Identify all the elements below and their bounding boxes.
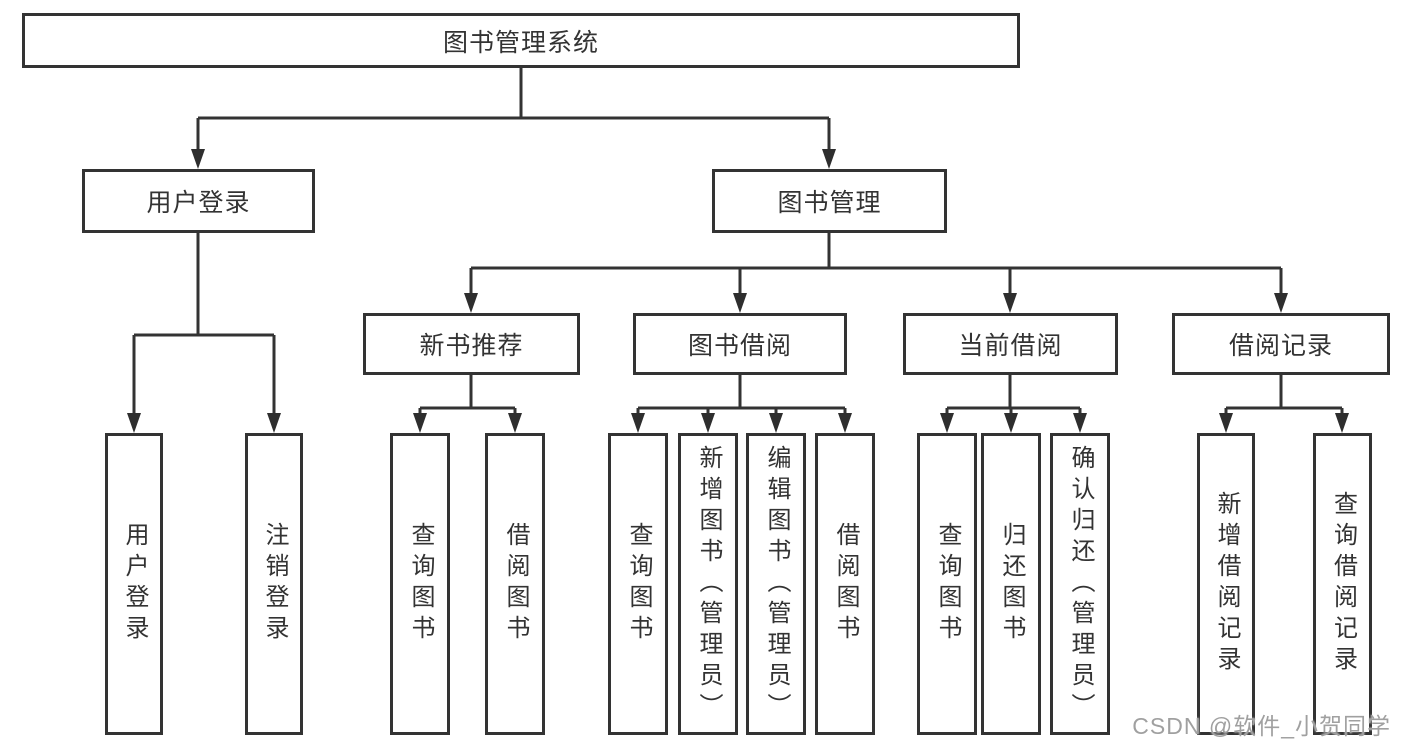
node-root: 图书管理系统 [22, 13, 1020, 68]
leaf-br-query-record: 查询借阅记录 [1313, 433, 1372, 735]
edge-new-book-rec-children [418, 375, 517, 414]
leaf-logout-label: 注销登录 [261, 522, 288, 646]
leaf-logout: 注销登录 [245, 433, 303, 735]
leaf-bb-query-book-label: 查询图书 [625, 522, 652, 646]
leaf-cb-confirm-return-label: 确认归还（管理员） [1067, 444, 1094, 724]
leaf-bb-borrow-book: 借阅图书 [815, 433, 875, 735]
node-borrow-record-label: 借阅记录 [1228, 332, 1333, 360]
leaf-bb-edit-book-label: 编辑图书（管理员） [763, 444, 790, 724]
leaf-bb-edit-book: 编辑图书（管理员） [746, 433, 806, 735]
node-borrow-record: 借阅记录 [1172, 313, 1390, 375]
edge-current-borrow-children [945, 375, 1082, 414]
node-user-login: 用户登录 [82, 169, 315, 233]
leaf-bb-borrow-book-label: 借阅图书 [832, 522, 859, 646]
node-book-borrow-label: 图书借阅 [687, 332, 792, 360]
edge-borrow-record-children [1224, 375, 1344, 414]
node-root-label: 图书管理系统 [442, 28, 599, 57]
node-new-book-rec-label: 新书推荐 [419, 332, 524, 360]
leaf-cb-return-book: 归还图书 [981, 433, 1041, 735]
leaf-cb-query-book: 查询图书 [917, 433, 977, 735]
node-book-mgmt-label: 图书管理 [777, 189, 882, 217]
edge-user-login-children [132, 233, 276, 414]
edge-book-mgmt-children [469, 233, 1283, 294]
node-book-borrow: 图书借阅 [633, 313, 847, 375]
leaf-nb-borrow-book-label: 借阅图书 [502, 522, 529, 646]
leaf-nb-borrow-book: 借阅图书 [485, 433, 545, 735]
node-current-borrow: 当前借阅 [903, 313, 1118, 375]
leaf-cb-query-book-label: 查询图书 [934, 522, 961, 646]
node-new-book-rec: 新书推荐 [363, 313, 580, 375]
csdn-watermark: CSDN @软件_小贺同学 [1132, 713, 1391, 739]
node-book-mgmt: 图书管理 [712, 169, 947, 233]
node-user-login-label: 用户登录 [146, 189, 251, 217]
leaf-cb-return-book-label: 归还图书 [998, 522, 1025, 646]
leaf-br-add-record: 新增借阅记录 [1197, 433, 1255, 735]
leaf-nb-query-book-label: 查询图书 [407, 522, 434, 646]
leaf-bb-add-book: 新增图书（管理员） [678, 433, 738, 735]
edge-book-borrow-children [636, 375, 847, 414]
leaf-user-login-label: 用户登录 [121, 522, 148, 646]
leaf-bb-query-book: 查询图书 [608, 433, 668, 735]
leaf-cb-confirm-return: 确认归还（管理员） [1050, 433, 1110, 735]
leaf-nb-query-book: 查询图书 [390, 433, 450, 735]
leaf-bb-add-book-label: 新增图书（管理员） [695, 444, 722, 724]
edge-root-children [196, 68, 831, 150]
node-current-borrow-label: 当前借阅 [958, 332, 1063, 360]
leaf-br-query-record-label: 查询借阅记录 [1329, 491, 1357, 677]
leaf-br-add-record-label: 新增借阅记录 [1213, 491, 1240, 677]
leaf-user-login: 用户登录 [105, 433, 163, 735]
